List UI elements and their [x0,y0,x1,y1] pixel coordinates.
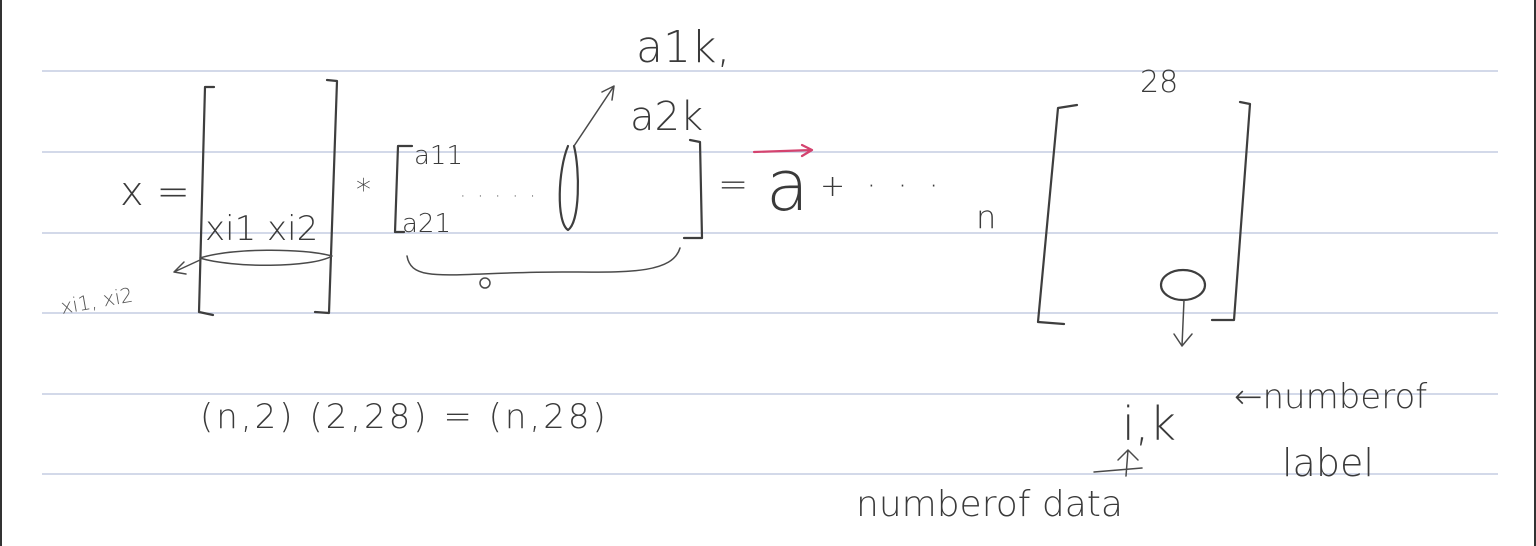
data-note: numberof data [856,484,1123,525]
result-rows: n [976,198,996,236]
left-bracket [393,144,414,234]
a-dots: · · · · · [460,186,539,207]
vector-arrow [752,143,814,158]
left-bracket [197,85,216,317]
plus-more: + · · · [820,169,944,204]
label-note-line1: ←numberof [1234,377,1427,417]
right-bracket [682,138,704,240]
column-loop [558,144,580,232]
row-ellipse [199,249,333,266]
brace [406,247,681,276]
label-note-line2: label [1282,441,1374,485]
right-bracket [1210,100,1252,322]
matrix-a-brackets [393,85,704,289]
column-label-1: a1k, [636,22,730,73]
row-arrow [173,259,201,275]
data-arrow [1093,449,1143,477]
ruled-lines [42,70,1498,475]
a-entry-11: a11 [414,141,463,171]
element-arrow [1173,299,1193,347]
shape-equation: (n,2) (2,28) = (n,28) [200,397,609,437]
column-label-2: a2k [630,94,703,140]
a-entry-21: a21 [402,209,451,239]
result-matrix-brackets [1036,100,1252,347]
index-label: i,k [1122,397,1176,451]
column-arrow [573,85,615,147]
vector-symbol: a [766,145,809,227]
element-circle [1159,268,1207,302]
matrix-x-brackets [173,78,339,317]
multiply-sign: * [356,173,371,208]
equation-lhs: x = [120,169,190,215]
left-bracket [1036,103,1079,326]
equals-sign: = [718,164,748,205]
brace-mark [479,277,491,289]
x-row-entries: xi1 xi2 [205,209,318,249]
result-cols: 28 [1140,65,1178,100]
right-bracket [313,78,339,315]
